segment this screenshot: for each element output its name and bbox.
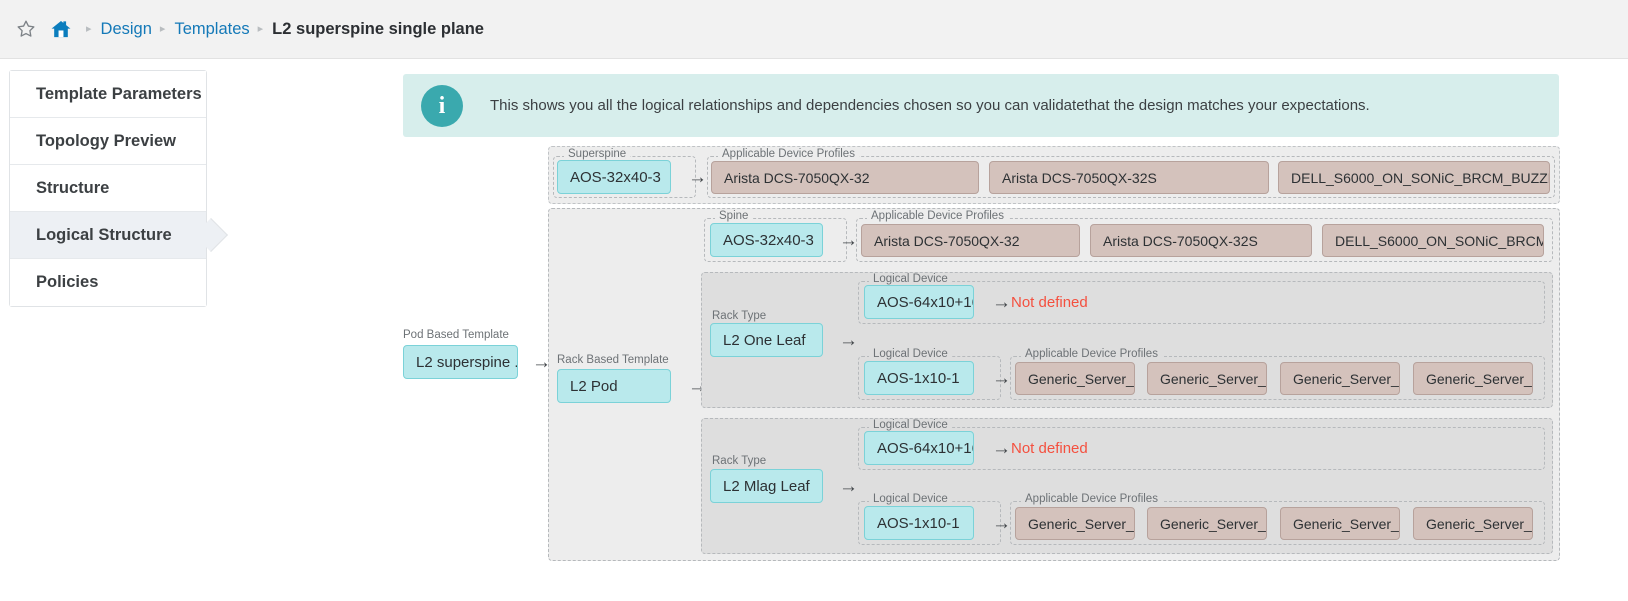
- sidebar-item-label: Topology Preview: [36, 131, 176, 150]
- logical-device-value-1-0[interactable]: AOS-64x10+16...: [864, 431, 974, 465]
- arrow-logical-device-1-0: →: [992, 438, 1011, 459]
- sidebar-item-label: Template Parameters: [36, 84, 202, 103]
- superspine-value[interactable]: AOS-32x40-3: [557, 160, 671, 194]
- home-icon[interactable]: [50, 19, 72, 39]
- info-glyph: i: [438, 92, 446, 119]
- arrow-spine-to-profiles: →: [839, 230, 858, 251]
- logical-device-legend: Logical Device: [869, 273, 952, 286]
- arrow-logical-device-1-1: →: [992, 513, 1011, 534]
- breadcrumb-separator-2: ▸: [159, 22, 166, 35]
- sidebar-nav: Template Parameters Topology Preview Str…: [9, 70, 228, 307]
- breadcrumb-separator-3: ▸: [257, 22, 264, 35]
- profile-chip-1-1-0[interactable]: Generic_Server_1R...: [1015, 507, 1135, 540]
- profile-chip-1-1-1[interactable]: Generic_Server_1R...: [1147, 507, 1267, 540]
- profiles-legend: Applicable Device Profiles: [1021, 493, 1162, 506]
- sidebar-item-label: Structure: [36, 178, 110, 197]
- logical-device-legend: Logical Device: [869, 493, 952, 506]
- superspine-legend: Superspine: [564, 148, 631, 161]
- sidebar-item-label: Logical Structure: [36, 225, 172, 244]
- sidebar-item-template-parameters[interactable]: Template Parameters: [10, 71, 206, 118]
- spine-profile-0[interactable]: Arista DCS-7050QX-32: [861, 224, 1080, 257]
- rack-based-template-value[interactable]: L2 Pod: [557, 369, 671, 403]
- rack-type-value-0[interactable]: L2 One Leaf: [710, 323, 823, 357]
- rack-type-label-1: Rack Type: [712, 455, 767, 467]
- sidebar-item-label: Policies: [36, 273, 99, 291]
- arrow-rack-type-1: →: [839, 476, 858, 497]
- logical-device-value-1-1[interactable]: AOS-1x10-1: [864, 506, 974, 540]
- breadcrumb-separator-1: ▸: [86, 22, 92, 35]
- sidebar-item-policies[interactable]: Policies: [10, 259, 206, 306]
- arrow-rack-type-0: →: [839, 330, 858, 351]
- spine-profile-1[interactable]: Arista DCS-7050QX-32S: [1090, 224, 1312, 257]
- logical-device-value-0-1[interactable]: AOS-1x10-1: [864, 361, 974, 395]
- superspine-profile-1[interactable]: Arista DCS-7050QX-32S: [989, 161, 1269, 194]
- breadcrumb-link-design[interactable]: Design: [100, 19, 152, 38]
- pod-based-template-value[interactable]: L2 superspine ...: [403, 345, 518, 379]
- arrow-superspine-to-profiles: →: [688, 167, 707, 188]
- superspine-profile-2[interactable]: DELL_S6000_ON_SONiC_BRCM_BUZZNIK_PLUS: [1278, 161, 1550, 194]
- not-defined-status-1-0: Not defined: [1011, 440, 1088, 457]
- arrow-pod-to-rack: →: [532, 352, 551, 373]
- spine-value[interactable]: AOS-32x40-3: [710, 223, 823, 257]
- spine-legend: Spine: [715, 210, 753, 223]
- not-defined-status-0-0: Not defined: [1011, 294, 1088, 311]
- rack-type-label-0: Rack Type: [712, 310, 767, 322]
- info-banner-text: This shows you all the logical relations…: [490, 97, 1370, 114]
- breadcrumb-bar: ▸ Design ▸ Templates ▸ L2 superspine sin…: [0, 0, 1628, 59]
- info-banner: i This shows you all the logical relatio…: [403, 74, 1559, 137]
- breadcrumb-link-templates[interactable]: Templates: [174, 19, 250, 38]
- sidebar-item-logical-structure[interactable]: Logical Structure: [10, 212, 228, 259]
- spine-profiles-legend: Applicable Device Profiles: [867, 210, 1008, 223]
- logical-device-legend: Logical Device: [869, 419, 952, 432]
- pod-based-template-label: Pod Based Template: [403, 329, 509, 341]
- sidebar-item-topology-preview[interactable]: Topology Preview: [10, 118, 206, 165]
- profile-chip-1-1-2[interactable]: Generic_Server_1R...: [1280, 507, 1400, 540]
- profile-chip-1-1-3[interactable]: Generic_Server_1R...: [1413, 507, 1533, 540]
- arrow-logical-device-0-0: →: [992, 292, 1011, 313]
- profile-chip-0-1-1[interactable]: Generic_Server_1R...: [1147, 362, 1267, 395]
- logical-device-value-0-0[interactable]: AOS-64x10+16...: [864, 285, 974, 319]
- logical-device-legend: Logical Device: [869, 348, 952, 361]
- info-icon: i: [421, 84, 463, 127]
- sidebar-item-structure[interactable]: Structure: [10, 165, 206, 212]
- superspine-profiles-legend: Applicable Device Profiles: [718, 148, 859, 161]
- profile-chip-0-1-3[interactable]: Generic_Server_1R...: [1413, 362, 1533, 395]
- arrow-logical-device-0-1: →: [992, 368, 1011, 389]
- page-title: L2 superspine single plane: [272, 19, 484, 38]
- rack-type-value-1[interactable]: L2 Mlag Leaf: [710, 469, 823, 503]
- rack-based-template-label: Rack Based Template: [557, 354, 669, 366]
- profile-chip-0-1-2[interactable]: Generic_Server_1R...: [1280, 362, 1400, 395]
- profiles-legend: Applicable Device Profiles: [1021, 348, 1162, 361]
- profile-chip-0-1-0[interactable]: Generic_Server_1R...: [1015, 362, 1135, 395]
- superspine-profile-0[interactable]: Arista DCS-7050QX-32: [711, 161, 979, 194]
- spine-profile-2[interactable]: DELL_S6000_ON_SONiC_BRCM_BUZZ...: [1322, 224, 1544, 257]
- star-outline-icon[interactable]: [16, 19, 36, 39]
